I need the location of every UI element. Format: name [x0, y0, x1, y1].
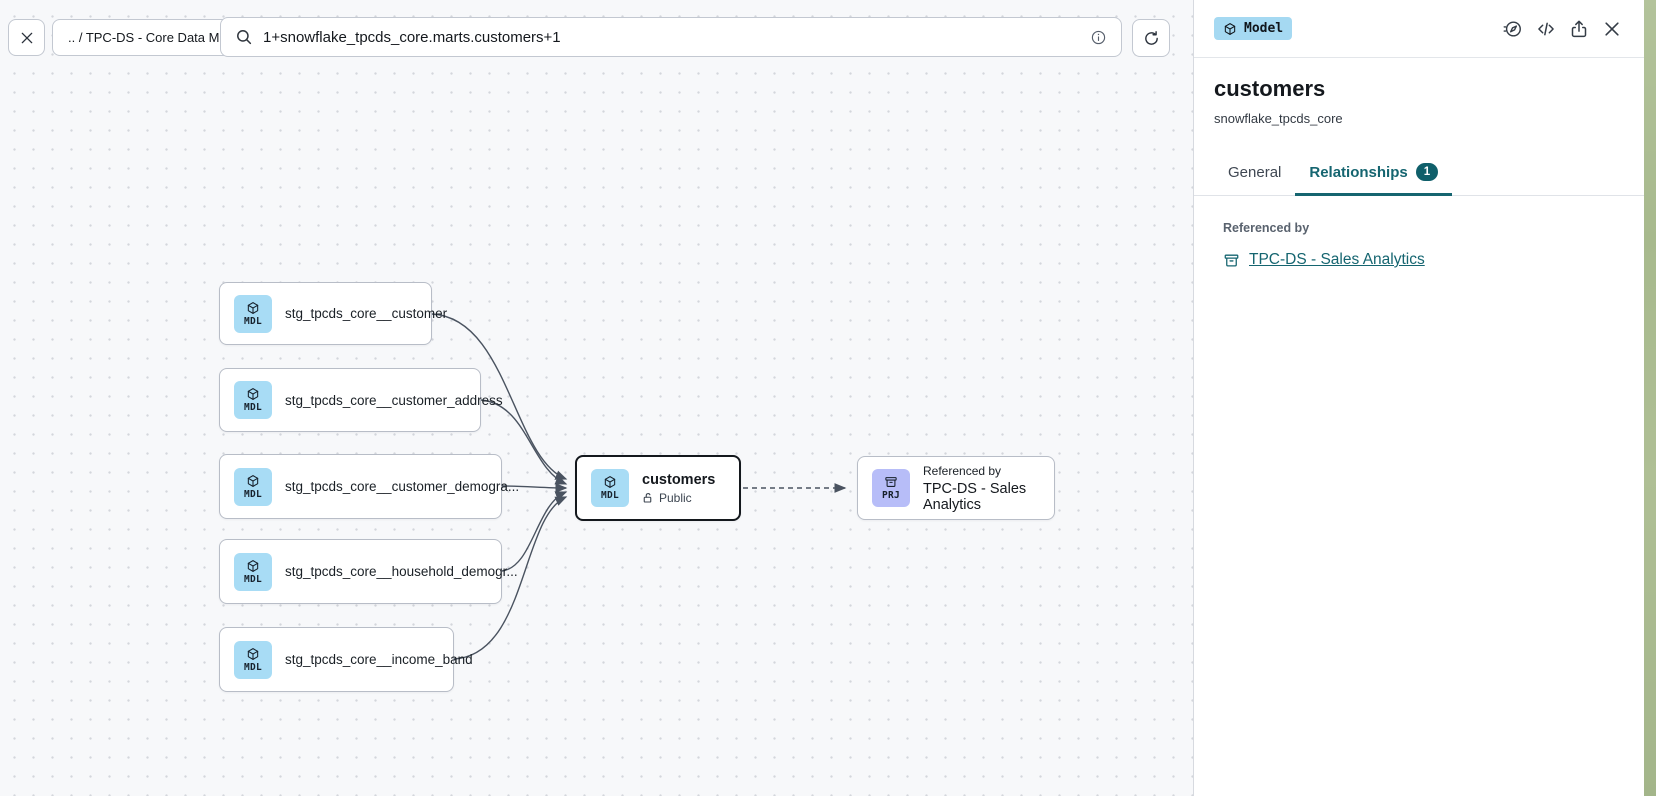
refresh-button[interactable]: [1132, 19, 1170, 57]
close-panel-button[interactable]: [1602, 19, 1622, 39]
details-panel-header: Model: [1194, 0, 1644, 58]
model-icon: MDL: [591, 469, 629, 507]
lineage-canvas[interactable]: MDL stg_tpcds_core__customer MDL stg_tpc…: [0, 0, 1193, 796]
page-title: customers: [1214, 76, 1326, 101]
project-icon: PRJ: [872, 469, 910, 507]
graph-node-stg-customer-address[interactable]: MDL stg_tpcds_core__customer_address: [219, 368, 503, 432]
referenced-by-heading: Referenced by: [1223, 221, 1310, 235]
view-code-button[interactable]: [1536, 19, 1556, 39]
visibility-label: Public: [659, 490, 692, 505]
referenced-project-title: TPC-DS - Sales Analytics: [923, 480, 1027, 513]
tab-relationships-label: Relationships: [1309, 163, 1408, 181]
tab-relationships[interactable]: Relationships 1: [1295, 152, 1453, 196]
node-label: stg_tpcds_core__customer_demogra...: [285, 479, 520, 494]
model-icon: MDL: [234, 640, 272, 679]
node-label: stg_tpcds_core__income_band: [285, 652, 473, 667]
model-badge-label: MDL: [243, 402, 263, 413]
cube-icon: [1224, 22, 1236, 35]
model-icon: MDL: [234, 294, 272, 333]
referenced-project-link[interactable]: TPC-DS - Sales Analytics: [1249, 251, 1425, 268]
graph-node-stg-household-demographics[interactable]: MDL stg_tpcds_core__household_demogr...: [219, 539, 518, 604]
referenced-by-caption: Referenced by: [923, 463, 1002, 478]
details-panel: Model: [1193, 0, 1644, 796]
archive-icon: [1224, 254, 1239, 267]
model-badge-label: MDL: [243, 573, 263, 585]
breadcrumb-label: .. / TPC-DS - Core Data Models: [68, 30, 251, 45]
visibility-row: Public: [642, 491, 715, 505]
model-badge-label: MDL: [243, 315, 263, 327]
referenced-project-row: TPC-DS - Sales Analytics: [1223, 251, 1615, 269]
details-tabs: General Relationships 1: [1194, 152, 1644, 196]
share-button[interactable]: [1569, 19, 1589, 39]
project-badge-label: PRJ: [881, 490, 901, 501]
model-icon: MDL: [234, 552, 272, 591]
lineage-edges: [431, 313, 847, 660]
info-icon[interactable]: [1090, 29, 1107, 46]
lineage-search: [220, 17, 1122, 57]
graph-node-stg-customer[interactable]: MDL stg_tpcds_core__customer: [219, 282, 447, 345]
explore-lineage-button[interactable]: [1503, 19, 1523, 39]
share-icon: [1571, 20, 1587, 37]
graph-node-stg-income-band[interactable]: MDL stg_tpcds_core__income_band: [219, 627, 473, 692]
unlock-icon: [643, 492, 652, 503]
model-icon: MDL: [234, 467, 272, 506]
code-icon: [1538, 22, 1554, 35]
node-label: stg_tpcds_core__household_demogr...: [285, 564, 518, 579]
model-type-badge-label: Model: [1244, 21, 1284, 36]
refresh-icon: [1144, 30, 1158, 45]
search-icon: [237, 30, 252, 45]
model-badge-label: MDL: [243, 661, 263, 673]
model-badge-label: MDL: [600, 490, 620, 501]
desktop-background-sliver: [1644, 0, 1656, 796]
tab-general-label: General: [1228, 163, 1282, 181]
compass-icon: [1503, 20, 1521, 37]
model-badge-label: MDL: [243, 488, 263, 500]
project-subtitle: snowflake_tpcds_core: [1214, 111, 1343, 126]
search-input[interactable]: [263, 28, 1080, 46]
graph-node-customers-selected[interactable]: MDL customers Public: [575, 455, 741, 521]
node-label: stg_tpcds_core__customer_address: [285, 392, 503, 408]
close-icon: [1605, 21, 1619, 36]
relationships-count-badge: 1: [1415, 163, 1439, 181]
node-label: stg_tpcds_core__customer: [285, 306, 448, 321]
node-title: customers: [642, 471, 716, 488]
model-type-badge: Model: [1214, 17, 1293, 40]
graph-node-referenced-project[interactable]: PRJ Referenced by TPC-DS - Sales Analyti…: [857, 456, 1055, 520]
relationships-content: Referenced by TPC-DS - Sales Analytics: [1194, 196, 1644, 294]
graph-node-stg-customer-demographics[interactable]: MDL stg_tpcds_core__customer_demogra...: [219, 454, 519, 519]
tab-general[interactable]: General: [1214, 152, 1295, 196]
model-icon: MDL: [234, 381, 272, 419]
edge: [501, 491, 568, 572]
close-icon: [21, 32, 32, 43]
close-lineage-button[interactable]: [8, 19, 45, 56]
